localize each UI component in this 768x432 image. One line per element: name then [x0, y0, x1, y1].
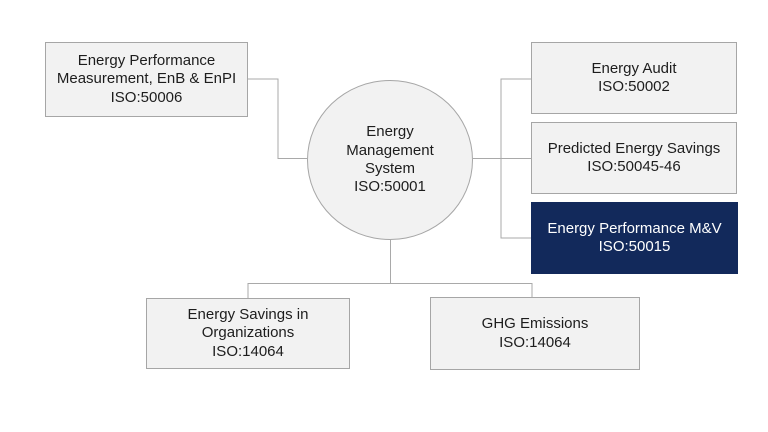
node-energy-savings-in-organizations: Energy Savings in Organizations ISO:1406… [146, 298, 350, 369]
connector-right-trunk [500, 78, 531, 239]
connector-bottom-branch [247, 283, 533, 298]
node-label: Energy Performance M&V ISO:50015 [547, 219, 722, 255]
node-label: Energy Performance Measurement, EnB & En… [56, 52, 237, 106]
node-label: Energy Management System ISO:50001 [346, 123, 434, 196]
node-label: Energy Audit ISO:50002 [591, 59, 677, 95]
node-label: Energy Savings in Organizations ISO:1406… [187, 306, 309, 360]
node-energy-performance-measurement: Energy Performance Measurement, EnB & En… [45, 42, 248, 117]
node-label: Predicted Energy Savings ISO:50045-46 [547, 139, 721, 175]
node-energy-audit: Energy Audit ISO:50002 [531, 42, 737, 114]
node-predicted-energy-savings: Predicted Energy Savings ISO:50045-46 [531, 122, 737, 194]
node-ghg-emissions: GHG Emissions ISO:14064 [430, 297, 640, 370]
node-energy-performance-mv: Energy Performance M&V ISO:50015 [531, 202, 738, 274]
node-energy-management-system: Energy Management System ISO:50001 [307, 80, 473, 240]
connector-topleft-to-center [248, 78, 307, 159]
node-label: GHG Emissions ISO:14064 [481, 315, 589, 351]
